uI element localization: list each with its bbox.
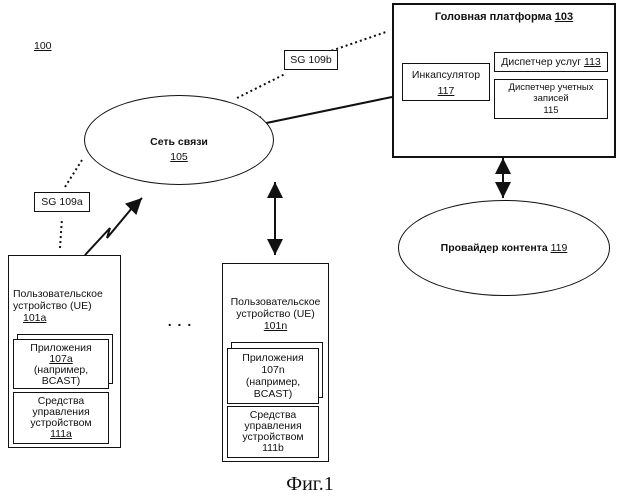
- head-platform-title-line: Головная платформа 103: [394, 11, 614, 23]
- ue-a-line-1: Пользовательское: [13, 288, 113, 300]
- account-dispatcher-label-1: Диспетчер учетных: [495, 82, 607, 93]
- ellipsis-more-devices: . . .: [160, 315, 200, 327]
- ue-n-box: Пользовательское устройство (UE) 101n Пр…: [222, 263, 329, 462]
- ue-a-mgmt-box: Средства управления устройством 111a: [13, 392, 109, 444]
- head-platform-ref: 103: [555, 11, 573, 23]
- ue-n-apps-ref: 107n: [228, 364, 318, 376]
- head-platform-title: Головная платформа: [435, 11, 552, 23]
- network-title: Сеть связи: [85, 136, 273, 148]
- ue-a-apps-box: Приложения 107a (например, BCAST): [13, 339, 109, 389]
- network-ref: 105: [85, 151, 273, 163]
- account-dispatcher-ref: 115: [495, 105, 607, 116]
- network-ellipse: Сеть связи 105: [84, 95, 274, 185]
- service-dispatcher-label: Диспетчер услуг: [501, 56, 581, 68]
- account-dispatcher-box: Диспетчер учетных записей 115: [494, 79, 608, 119]
- arrow-platform-to-network: [247, 97, 392, 127]
- content-provider-label: Провайдер контента: [441, 242, 548, 254]
- ue-n-mgmt-box: Средства управления устройством 111b: [227, 406, 319, 458]
- ue-n-apps-line-4: BCAST): [228, 388, 318, 400]
- head-platform-box: Головная платформа 103 Инкапсулятор 117 …: [392, 3, 616, 158]
- encapsulator-box: Инкапсулятор 117: [402, 63, 490, 101]
- sg-b-dotted-link-bottom: [237, 74, 285, 98]
- figure-ref-label: 100: [34, 40, 64, 52]
- ue-a-ref: 101a: [13, 312, 123, 324]
- encapsulator-ref: 117: [403, 85, 489, 97]
- ue-a-line-2: устройство (UE): [13, 300, 113, 312]
- ue-a-mgmt-ref: 111a: [14, 428, 108, 440]
- ue-n-mgmt-ref: 111b: [228, 442, 318, 454]
- content-provider-line: Провайдер контента 119: [399, 242, 609, 254]
- figure-caption: Фиг.1: [250, 472, 370, 496]
- ue-n-apps-box: Приложения 107n (например, BCAST): [227, 348, 319, 404]
- account-dispatcher-label-2: записей: [495, 93, 607, 104]
- encapsulator-label: Инкапсулятор: [403, 69, 489, 81]
- ue-n-ref: 101n: [223, 320, 328, 332]
- content-provider-ellipse: Провайдер контента 119: [398, 200, 610, 296]
- sg-a-box: SG 109a: [34, 192, 90, 212]
- ue-n-line-2: устройство (UE): [223, 308, 328, 320]
- ue-n-apps-line-1: Приложения: [228, 352, 318, 364]
- ue-n-apps-line-3: (например,: [228, 376, 318, 388]
- sg-b-box: SG 109b: [284, 50, 338, 70]
- ue-n-line-1: Пользовательское: [223, 296, 328, 308]
- service-dispatcher-ref: 113: [584, 56, 601, 68]
- service-dispatcher-line: Диспетчер услуг 113: [495, 56, 607, 68]
- ue-a-box: Пользовательское устройство (UE) 101a Пр…: [8, 255, 121, 448]
- content-provider-ref: 119: [551, 242, 568, 254]
- service-dispatcher-box: Диспетчер услуг 113: [494, 52, 608, 72]
- wireless-link-arrowhead: [130, 198, 142, 210]
- sg-a-label: SG 109a: [35, 196, 89, 208]
- ue-a-apps-line-4: BCAST): [14, 375, 108, 387]
- sg-b-label: SG 109b: [285, 54, 337, 66]
- sg-a-dotted-link-top: [65, 160, 82, 187]
- wireless-link-icon: [85, 208, 132, 255]
- sg-a-dotted-link-bottom: [60, 218, 62, 248]
